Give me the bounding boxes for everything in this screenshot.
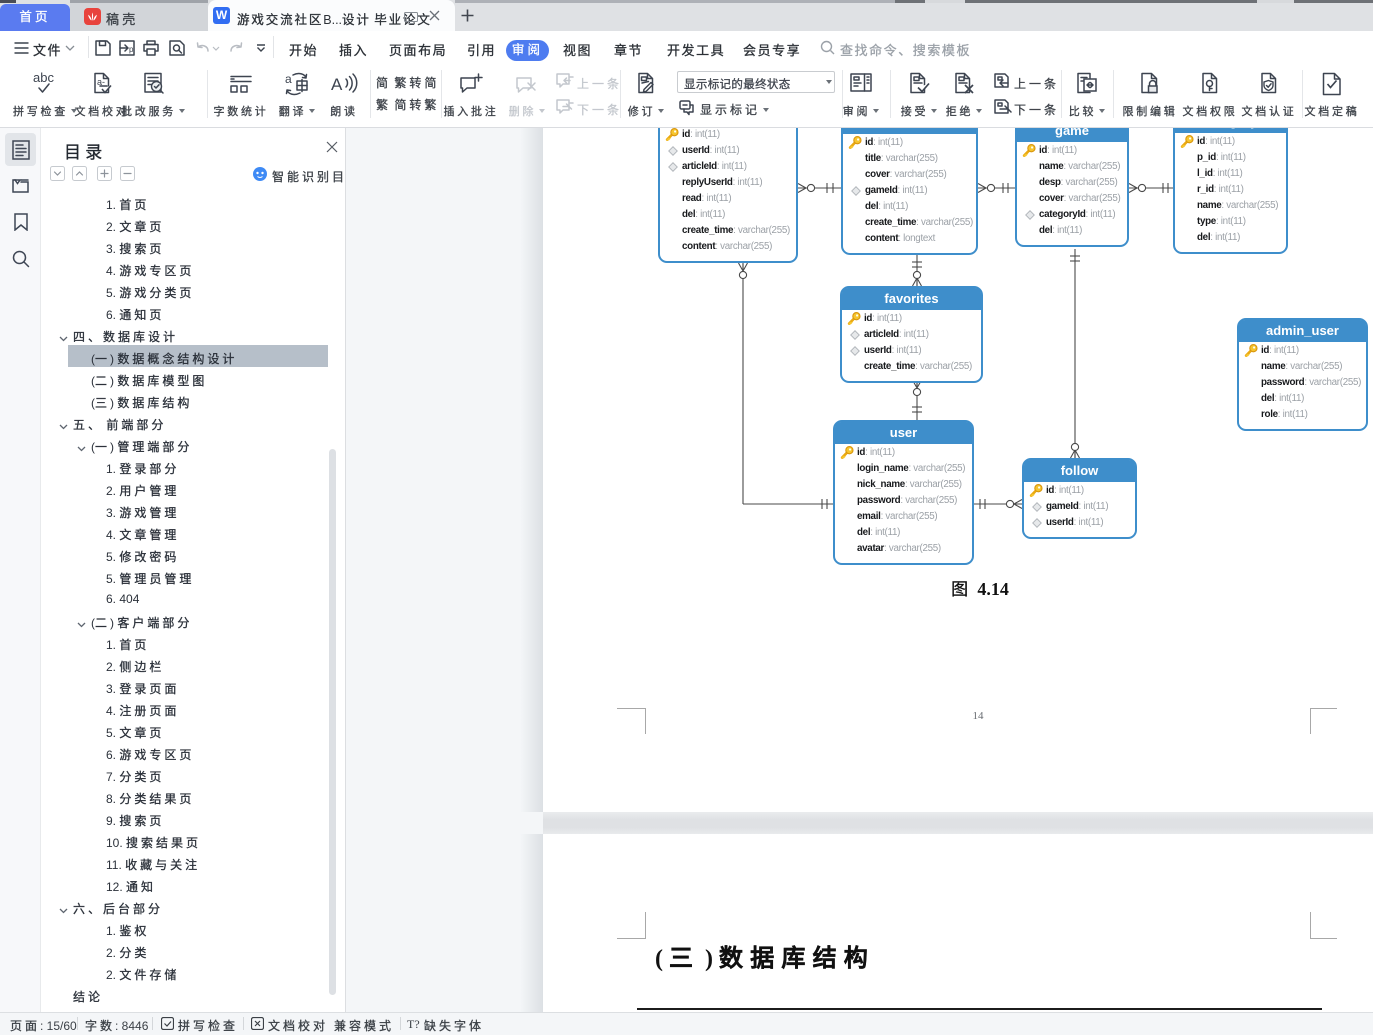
svg-text:p: p [129,45,134,54]
svg-text:abc: abc [33,71,54,85]
svg-text:A: A [331,75,343,94]
svg-text:a: a [285,72,292,86]
svg-text:a-: a- [97,77,105,87]
